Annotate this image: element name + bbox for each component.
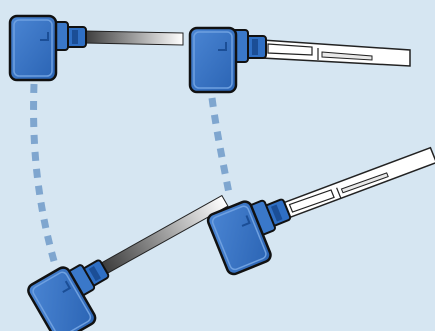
housing <box>8 14 58 82</box>
actuator-bottom-right <box>206 146 435 276</box>
housing <box>27 266 97 331</box>
stem-solid <box>98 194 229 275</box>
actuator-bottom-left <box>27 194 229 331</box>
motion-path-right <box>208 97 234 199</box>
actuator-top-left <box>8 14 184 82</box>
actuator-top-right <box>188 26 411 94</box>
housing <box>206 200 272 276</box>
motion-path-left <box>30 83 60 269</box>
stem-solid <box>83 30 184 46</box>
housing <box>188 26 238 94</box>
